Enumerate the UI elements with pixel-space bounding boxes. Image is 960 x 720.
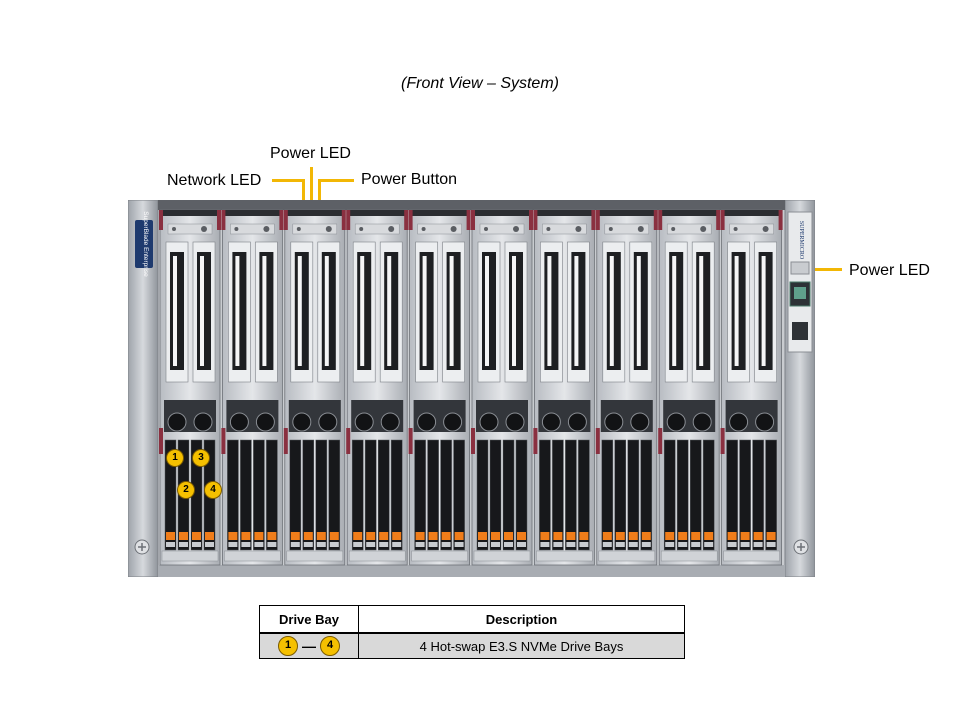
blade-module: [346, 209, 409, 566]
drive-bay-badge-4: 4: [204, 481, 222, 499]
drive-bay-badge-3: 3: [192, 449, 210, 467]
table-header-description: Description: [358, 605, 685, 634]
blade-module: [283, 209, 346, 566]
table-header-drive-bay: Drive Bay: [259, 605, 359, 634]
cmm-brand-text: SUPERMICRO: [798, 221, 804, 260]
power-led-right-label: Power LED: [849, 262, 930, 279]
range-end-badge: 4: [320, 636, 340, 656]
drive-bay-range-cell: 1 — 4: [259, 632, 359, 659]
figure-caption: (Front View – System): [401, 75, 559, 92]
table-row: 1 — 4 4 Hot-swap E3.S NVMe Drive Bays: [259, 632, 685, 659]
blade-module: [595, 209, 658, 566]
drive-bay-badge-2: 2: [177, 481, 195, 499]
power-led-top-label: Power LED: [270, 145, 351, 162]
blade-module: [221, 209, 284, 566]
range-start-badge: 1: [278, 636, 298, 656]
drive-bay-table: Drive Bay Description 1 — 4 4 Hot-swap E…: [259, 605, 685, 659]
power-button-label: Power Button: [361, 171, 458, 188]
chassis-illustration: SuperBlade Enterprise SUPERMICRO: [128, 200, 815, 577]
blade-module: [720, 209, 783, 566]
bezel-brand-text: SuperBlade Enterprise: [142, 211, 149, 277]
network-led-label: Network LED: [167, 172, 262, 189]
blade-module: [471, 209, 533, 566]
range-dash: —: [302, 638, 316, 654]
blade-module: [408, 209, 471, 566]
drive-bay-description-cell: 4 Hot-swap E3.S NVMe Drive Bays: [358, 632, 685, 659]
blade-module: [159, 209, 221, 566]
drive-bay-badge-1: 1: [166, 449, 184, 467]
blade-module: [658, 209, 721, 566]
blade-module: [533, 209, 596, 566]
